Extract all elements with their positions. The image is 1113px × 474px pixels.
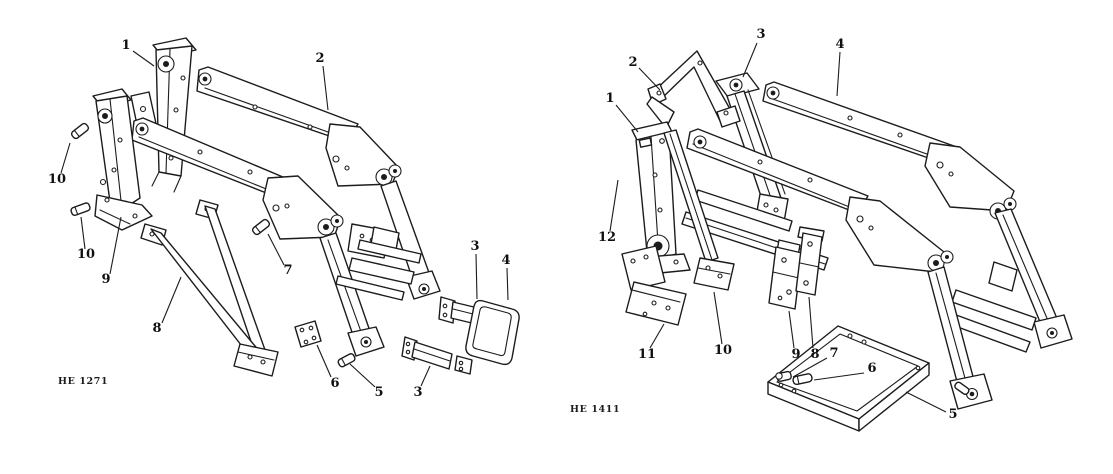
- callout-label-7: 7: [283, 263, 292, 278]
- part-6-mounting-plate: [294, 320, 322, 348]
- part-8-link-plate: [795, 226, 825, 296]
- part-4-hoop-frame: [454, 299, 520, 375]
- part-9-front-mast: [92, 88, 153, 231]
- part-9-support-bracket: [768, 239, 803, 310]
- callout-leader-1: [132, 50, 155, 67]
- figure-caption-he-1411: HE 1411: [570, 404, 620, 415]
- callout-label-3: 3: [470, 239, 479, 254]
- callout-label-1: 1: [605, 91, 614, 106]
- callout-label-1: 1: [121, 38, 130, 53]
- callout-label-4: 4: [835, 37, 844, 52]
- callout-leader-9: [109, 216, 122, 275]
- callout-label-10: 10: [48, 172, 66, 187]
- part-10-pivot-pins: [70, 122, 91, 217]
- callout-leader-3: [742, 42, 758, 78]
- callout-leader-5: [349, 363, 376, 388]
- part-leg-cross-frame: [943, 261, 1037, 353]
- part-8-brace-links: [140, 199, 279, 377]
- part-foreground-boom: [686, 128, 993, 410]
- callout-leader-9: [788, 310, 795, 349]
- callout-label-10: 10: [714, 343, 732, 358]
- part-front-lift-arm: [131, 117, 391, 357]
- part-2-angle-bracket: [646, 50, 741, 129]
- callout-leader-11: [649, 323, 665, 349]
- part-1-rear-mast: [130, 37, 197, 193]
- callout-leader-5: [905, 391, 947, 413]
- callout-leader-4: [836, 51, 841, 97]
- callout-label-9: 9: [791, 347, 800, 362]
- callout-leader-6: [316, 344, 332, 378]
- callout-label-5: 5: [374, 385, 383, 400]
- figure-he-1271-artwork: [70, 37, 520, 377]
- callout-leader-12: [609, 179, 619, 232]
- callout-label-8: 8: [810, 347, 819, 362]
- callout-leader-7: [267, 233, 285, 266]
- callout-leader-3: [420, 365, 431, 387]
- callout-leader-6: [813, 372, 865, 381]
- part-lower-cross-frame: [335, 226, 422, 301]
- part-5-mounting-tray: [767, 325, 930, 432]
- figure-he-1411-artwork: [621, 50, 1073, 432]
- figure-caption-he-1271: HE 1271: [58, 376, 108, 387]
- callout-leader-2: [322, 65, 329, 111]
- callout-leader-10: [60, 142, 71, 174]
- part-7-pin: [251, 218, 271, 236]
- part-6-pin: [792, 373, 813, 386]
- callout-label-4: 4: [501, 253, 510, 268]
- callout-label-2: 2: [315, 51, 324, 66]
- callout-leader-8: [161, 276, 182, 324]
- callout-label-8: 8: [152, 321, 161, 336]
- callout-label-2: 2: [628, 55, 637, 70]
- callout-label-6: 6: [330, 376, 339, 391]
- callout-label-9: 9: [101, 272, 110, 287]
- part-10-diagonal-brace: [663, 129, 735, 291]
- callout-label-10: 10: [77, 247, 95, 262]
- part-3-lower-bar: [401, 336, 453, 370]
- callout-label-6: 6: [867, 361, 876, 376]
- callout-label-3: 3: [756, 27, 765, 42]
- callout-label-12: 12: [598, 230, 616, 245]
- callout-leader-1: [615, 104, 639, 133]
- callout-leader-10: [80, 216, 86, 250]
- callout-leader-3: [475, 253, 478, 300]
- callout-leader-10: [713, 291, 723, 345]
- callout-label-3: 3: [413, 385, 422, 400]
- callout-label-7: 7: [829, 346, 838, 361]
- part-7-bolt-pin: [775, 370, 792, 382]
- callout-label-11: 11: [638, 347, 656, 362]
- callout-leader-7: [792, 357, 828, 378]
- part-4-rear-boom: [762, 81, 1073, 349]
- callout-leader-4: [506, 267, 509, 301]
- part-11-stepped-bracket: [621, 245, 687, 326]
- callout-leader-2: [638, 67, 661, 91]
- callout-label-5: 5: [948, 407, 957, 422]
- callout-leader-8: [808, 296, 814, 349]
- part-5-pin: [337, 353, 356, 368]
- figure-he-1271-callouts: 1 2 10 10 9 8 7 6 5 3 4 3: [48, 38, 511, 400]
